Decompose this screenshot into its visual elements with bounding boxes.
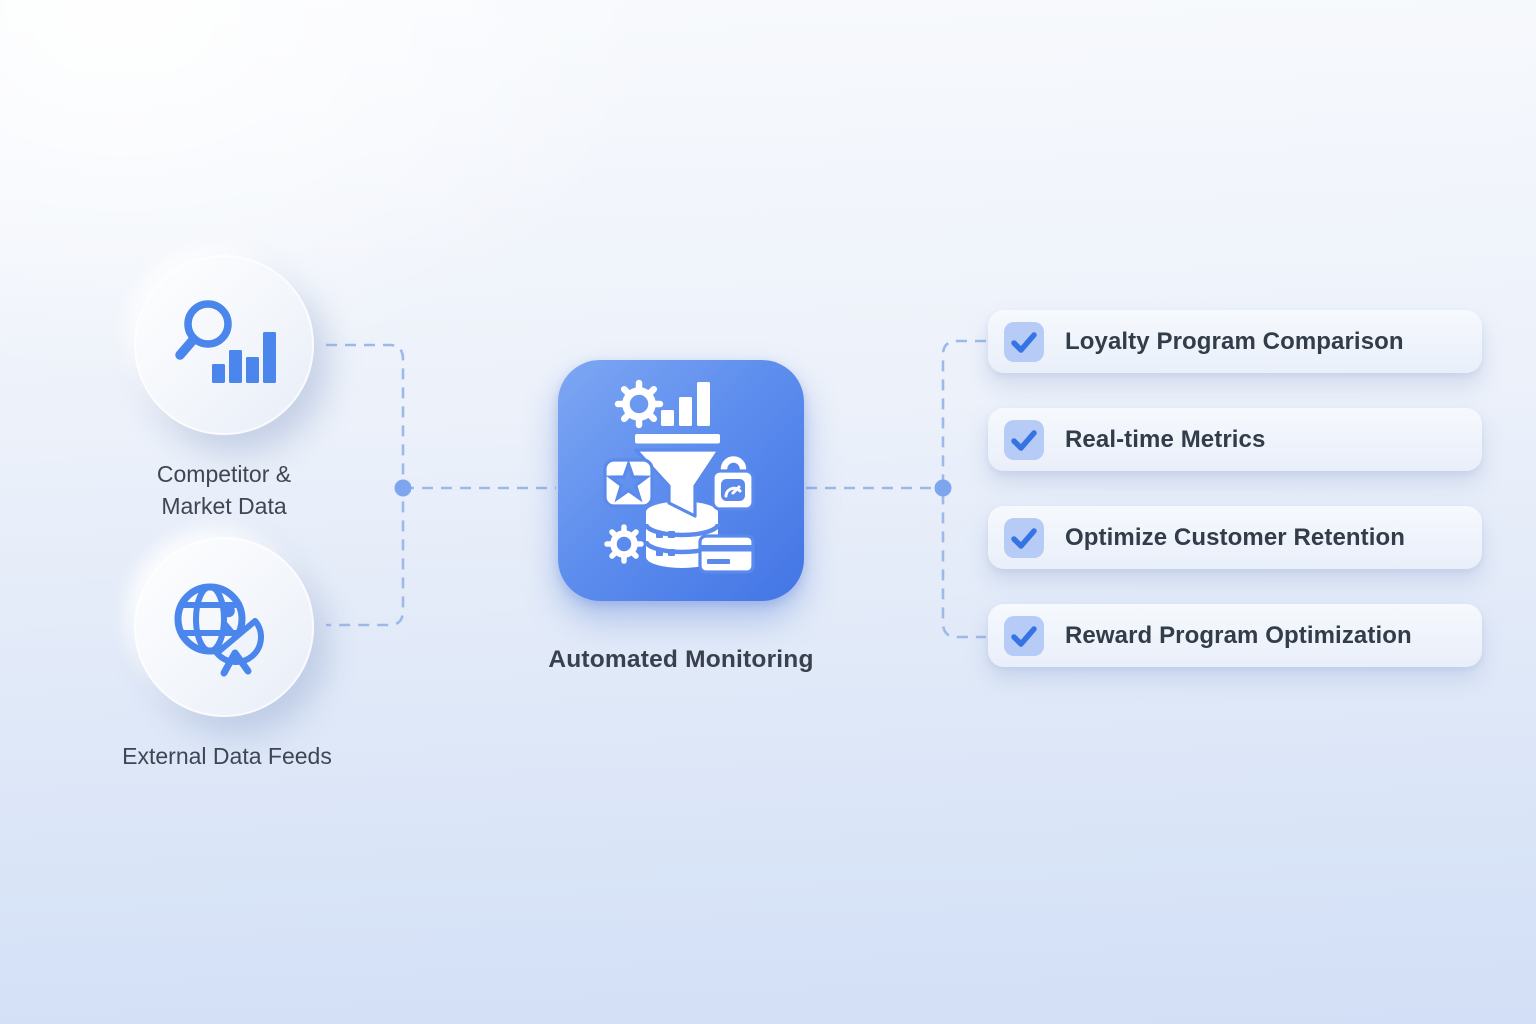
check-icon [1011,429,1037,451]
checkbox-checked[interactable] [1004,321,1044,362]
hub-automated-monitoring [558,360,804,601]
source-node-external-data-feeds [134,537,314,717]
checkbox-checked[interactable] [1004,419,1044,460]
connector-left-branch [326,343,405,627]
output-label: Loyalty Program Comparison [1065,327,1404,355]
output-label: Optimize Customer Retention [1065,523,1406,551]
checkbox-checked[interactable] [1004,517,1044,558]
junction-dot-left [394,479,412,497]
source-label-competitor-market-data: Competitor & Market Data [156,461,292,519]
search-bar-chart-icon [175,300,276,383]
check-icon [1011,625,1037,647]
check-icon [1011,527,1037,549]
checkbox-checked[interactable] [1004,615,1044,656]
junction-dot-right [934,479,952,497]
output-label: Reward Program Optimization [1065,621,1412,649]
check-icon [1011,331,1037,353]
output-card-reward-program-optimization: Reward Program Optimization [988,604,1482,667]
output-card-loyalty-program-comparison: Loyalty Program Comparison [988,310,1482,373]
output-label: Real-time Metrics [1065,425,1266,453]
hub-label: Automated Monitoring [548,646,814,673]
source-label-external-data-feeds: External Data Feeds [122,743,332,769]
source-node-competitor-market-data [134,255,314,435]
globe-satellite-icon [174,583,264,677]
output-card-real-time-metrics: Real-time Metrics [988,408,1482,471]
output-card-optimize-customer-retention: Optimize Customer Retention [988,506,1482,569]
data-funnel-processing-icon [603,379,755,574]
